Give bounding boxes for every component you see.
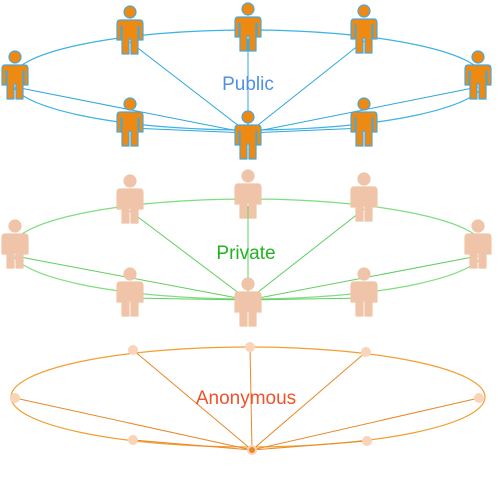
public-edge-front-right — [247, 125, 365, 134]
private-person-back-center — [234, 169, 262, 219]
private-person-back-left — [116, 174, 144, 224]
anonymous-label: Anonymous — [196, 388, 296, 409]
private-edge-back-right — [247, 208, 365, 301]
anonymous-node-back-right — [361, 347, 371, 357]
anonymous-node-front-right — [362, 436, 372, 446]
public-person-left — [1, 50, 29, 100]
anonymous-edge-front-left — [132, 437, 253, 453]
private-person-right — [464, 219, 492, 269]
public-person-back-left — [116, 5, 144, 55]
anonymous-layer — [10, 342, 486, 455]
private-person-front-right — [350, 267, 378, 317]
private-label: Private — [216, 243, 275, 264]
public-person-back-center — [234, 2, 262, 52]
private-person-front-center — [234, 277, 262, 327]
private-person-front-left — [116, 267, 144, 317]
public-person-right — [464, 50, 492, 100]
anonymous-node-left — [10, 393, 20, 403]
private-person-left — [1, 219, 29, 269]
public-person-front-left — [116, 97, 144, 147]
public-layer — [1, 2, 492, 160]
private-person-back-right — [350, 172, 378, 222]
anonymous-node-back-center — [245, 342, 255, 352]
anonymous-node-front-left — [128, 435, 138, 445]
private-edge-front-left — [129, 295, 249, 301]
private-edge-back-left — [129, 210, 249, 301]
private-edge-front-right — [247, 295, 365, 301]
public-person-front-center — [234, 110, 262, 160]
public-person-back-right — [350, 4, 378, 54]
private-layer — [1, 169, 492, 327]
anonymous-hub — [249, 447, 255, 453]
anonymous-edge-front-right — [251, 438, 368, 453]
public-edge-back-left — [129, 41, 249, 134]
public-edge-back-right — [247, 40, 365, 134]
public-person-front-right — [350, 97, 378, 147]
anonymous-edge-back-left — [132, 349, 253, 451]
anonymous-node-right — [474, 393, 484, 403]
public-label: Public — [222, 74, 274, 95]
public-edge-front-left — [129, 125, 249, 134]
anonymous-node-back-left — [128, 345, 138, 355]
